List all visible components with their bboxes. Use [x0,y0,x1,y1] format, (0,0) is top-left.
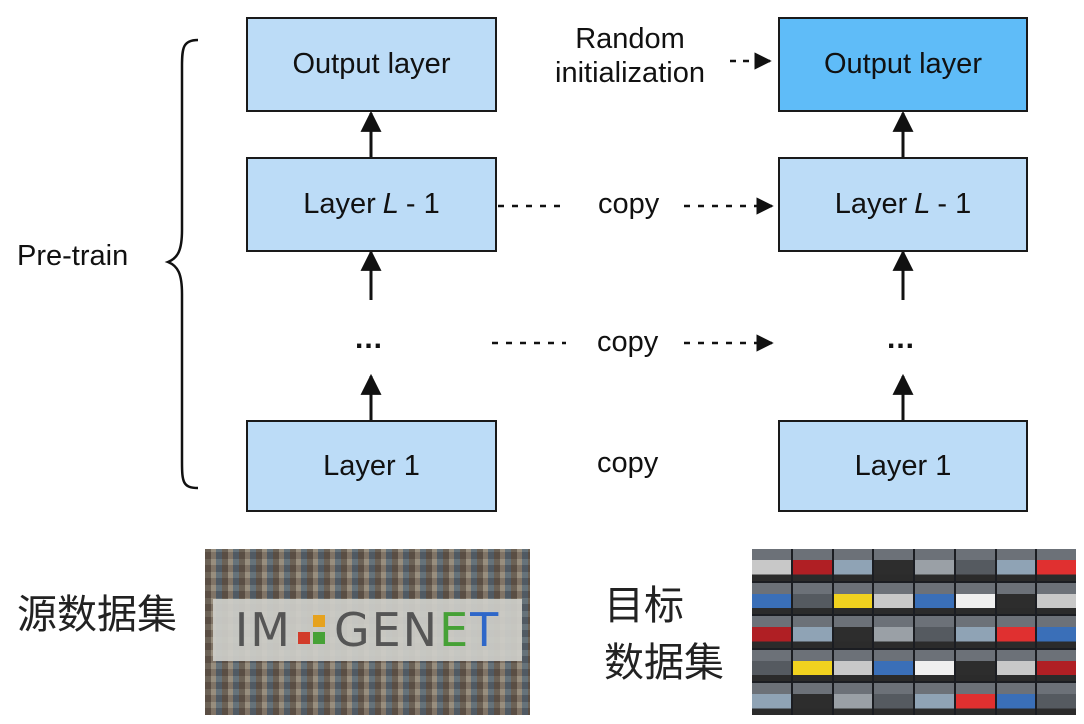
car-photo-tile [996,683,1036,715]
car-photo-tile [1037,649,1076,682]
source-layer-1: Layer 1 [246,420,497,512]
pretrain-brace [164,38,199,490]
car-photo-tile [874,549,913,581]
source-output-layer: Output layer [246,17,497,112]
car-photo-tile [752,582,791,615]
car-photo-tile [833,616,873,648]
car-photo-tile [833,582,873,615]
car-photo-tile [752,549,791,581]
car-photo-tile [955,549,995,581]
imagenet-logo-mark [297,615,328,645]
car-photo-tile [915,616,954,648]
car-photo-tile [915,649,954,682]
copy-label-top: copy [598,188,660,220]
car-photo-tile [792,683,832,715]
car-photo-tile [792,549,832,581]
car-photo-tile [874,616,913,648]
pretrain-label: Pre-train [17,240,129,272]
car-photo-tile [996,616,1036,648]
target-ellipsis: ... [887,322,916,355]
copy-label-middle: copy [597,326,659,358]
cars-thumbnail [752,549,1076,715]
car-photo-tile [792,582,832,615]
car-photo-tile [752,649,791,682]
car-photo-tile [955,616,995,648]
target-output-layer: Output layer [778,17,1028,112]
car-photo-tile [874,683,913,715]
copy-label-bottom: copy [597,447,659,479]
target-layer-1: Layer 1 [778,420,1028,512]
car-photo-tile [833,683,873,715]
car-photo-tile [1037,616,1076,648]
car-photo-tile [874,582,913,615]
car-photo-tile [792,649,832,682]
car-photo-tile [833,549,873,581]
target-dataset-label-line2: 数据集 [604,640,724,686]
car-photo-tile [752,683,791,715]
car-photo-tile [1037,582,1076,615]
random-initialization-label: Random initialization [555,23,705,89]
car-photo-tile [1037,549,1076,581]
car-photo-tile [955,683,995,715]
car-photo-tile [915,683,954,715]
car-photo-tile [752,616,791,648]
car-photo-tile [792,616,832,648]
car-photo-tile [955,582,995,615]
car-photo-tile [955,649,995,682]
car-photo-tile [996,582,1036,615]
car-photo-tile [1037,683,1076,715]
car-photo-tile [996,649,1036,682]
car-photo-tile [874,649,913,682]
car-photo-tile [996,549,1036,581]
source-ellipsis: ... [355,322,384,355]
source-dataset-label: 源数据集 [17,592,177,638]
car-photo-tile [915,582,954,615]
car-photo-tile [915,549,954,581]
car-photo-tile [833,649,873,682]
target-dataset-label-line1: 目标 [604,583,684,629]
